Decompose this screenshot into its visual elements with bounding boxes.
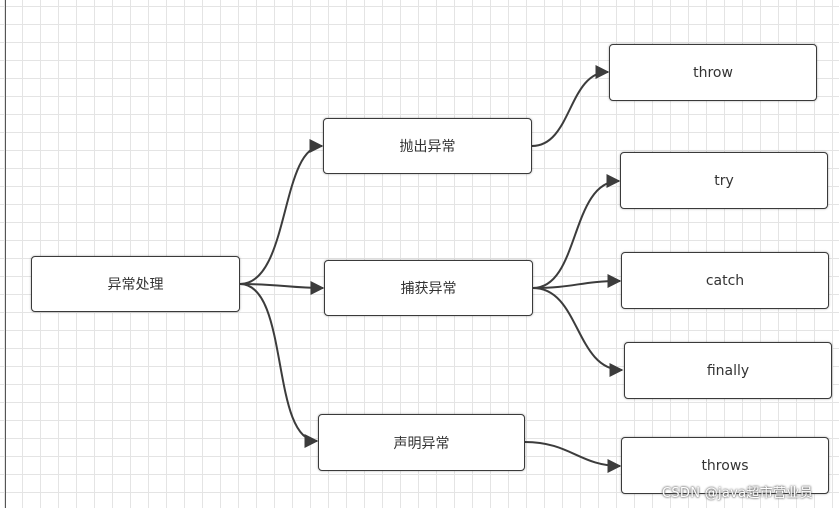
edge-throw-branch-to-throw [531,65,610,147]
leaf-node-finally-label: finally [706,362,750,379]
leaf-node-throws[interactable]: throws [621,437,829,494]
edge-root-to-catch-branch [239,280,325,295]
left-edge-divider [5,0,6,508]
edge-root-to-throw-branch [239,139,324,285]
branch-node-declare[interactable]: 声明异常 [318,414,525,471]
edge-catch-branch-to-try [532,174,621,289]
edge-root-to-declare-branch [239,283,319,448]
leaf-node-throw[interactable]: throw [609,44,817,101]
branch-node-throw-label: 抛出异常 [399,139,456,155]
leaf-node-catch-label: catch [705,272,745,289]
leaf-node-finally[interactable]: finally [624,342,832,399]
leaf-node-catch[interactable]: catch [621,252,829,309]
leaf-node-try[interactable]: try [620,152,828,209]
edge-catch-branch-to-catch [532,274,622,289]
branch-node-declare-label: 声明异常 [393,435,450,452]
leaf-node-throw-label: throw [693,64,733,81]
watermark: CSDN @java超市营业员 [662,486,813,501]
branch-node-catch[interactable]: 捕获异常 [324,260,533,316]
edge-catch-branch-to-finally [532,287,624,377]
root-node[interactable]: 异常处理 [31,256,240,312]
leaf-node-try-label: try [714,172,734,189]
leaf-node-throws-label: throws [701,457,749,474]
branch-node-catch-label: 捕获异常 [400,281,457,297]
branch-node-throw[interactable]: 抛出异常 [323,118,532,174]
edge-declare-branch-to-throws [524,441,622,473]
root-node-label: 异常处理 [107,277,164,293]
